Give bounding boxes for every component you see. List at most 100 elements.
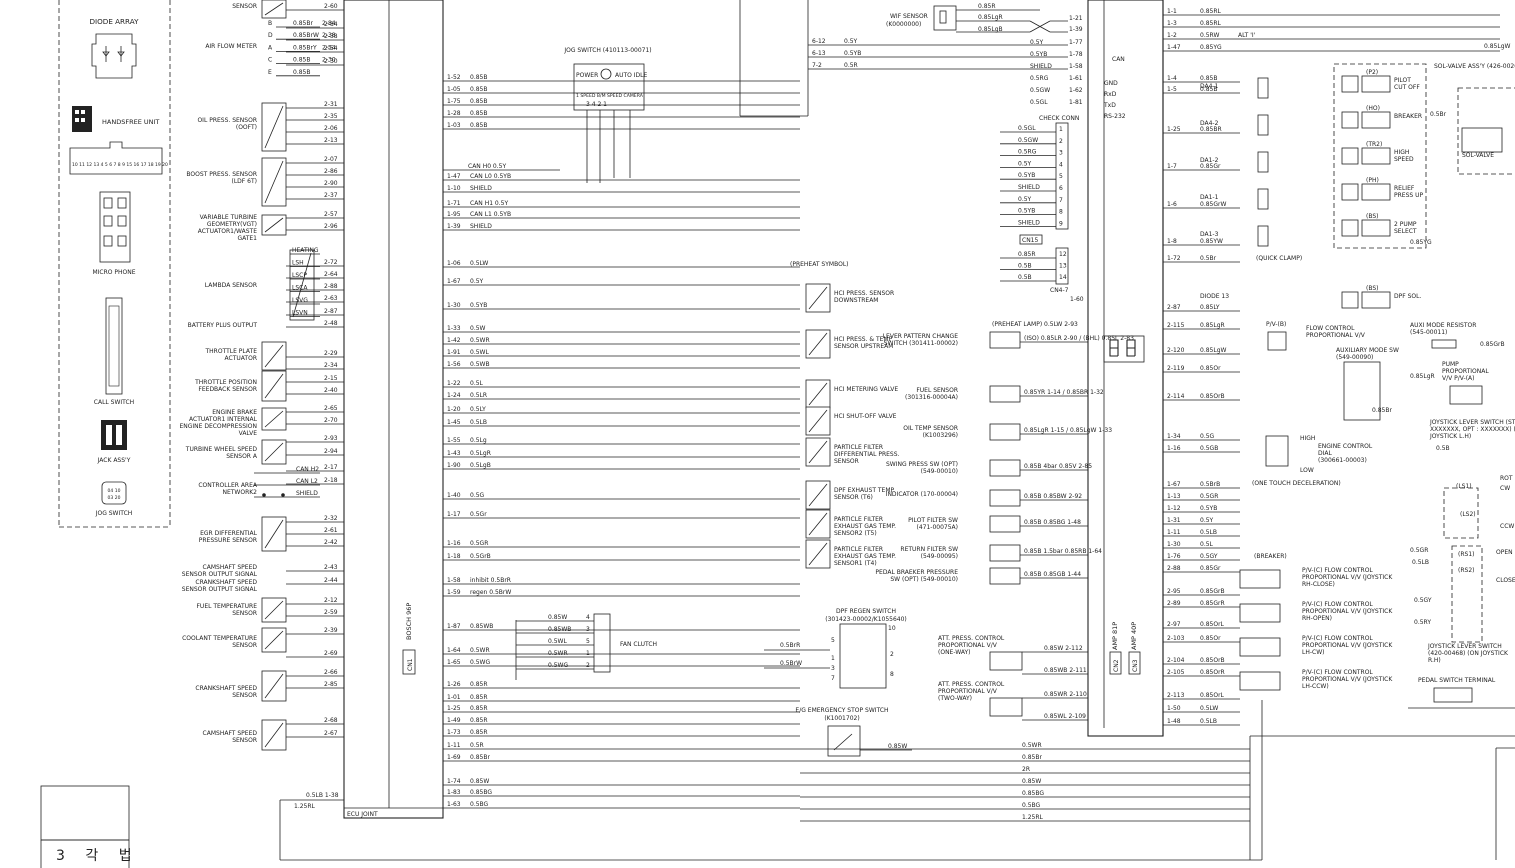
rp-pin-20: 1-76 bbox=[1167, 553, 1181, 560]
rp-pin-8: 2-115 bbox=[1167, 322, 1185, 329]
rp-flow-valve-0: RH-CLOSE) bbox=[1302, 581, 1335, 588]
cn4-pin-1: 13 bbox=[1059, 263, 1067, 270]
ecu-right-pin-22: 1-43 bbox=[447, 450, 461, 457]
mid-component-name-0: HCI PRESS. SENSOR bbox=[834, 290, 894, 297]
rp-wire-29: 0.5LW bbox=[1200, 705, 1218, 712]
rs232-2: TxD bbox=[1103, 102, 1116, 109]
svg-text:5: 5 bbox=[831, 637, 835, 644]
att-valve-name-0: (ONE-WAY) bbox=[938, 649, 971, 656]
rp-wire-27: 0.85OrR bbox=[1200, 669, 1225, 676]
att-wire-a-0: 0.85W 2-112 bbox=[1044, 645, 1083, 652]
rp-pedal-terminal: PEDAL SWITCH TERMINAL bbox=[1418, 677, 1496, 684]
can-block-wire-0: 0.5Y bbox=[844, 38, 858, 45]
rp-wire-2: 0.85BR bbox=[1200, 126, 1222, 133]
right-sensor-name-5: (471-00075A) bbox=[917, 524, 959, 531]
rp-switch-label-7: OPEN bbox=[1496, 549, 1513, 556]
sensor-name-3: BOOST PRESS. SENSOR bbox=[186, 171, 257, 178]
fan-wire-4: 0.5WG bbox=[548, 662, 568, 669]
rp-pin-15: 1-13 bbox=[1167, 493, 1181, 500]
lambda-pin-0: HEATING bbox=[292, 247, 319, 254]
rp-wire-17: 0.5Y bbox=[1200, 517, 1214, 524]
rp-wire-13: 0.5GB bbox=[1200, 445, 1218, 452]
sensor-symbol-0 bbox=[261, 0, 287, 19]
mid-component-name-6: EXHAUST GAS TEMP. bbox=[834, 523, 896, 530]
wif-name: WIF SENSOR bbox=[890, 13, 928, 20]
ecu-right-pin-5: 1-47 bbox=[447, 173, 461, 180]
rp-misc-wire-4: 0.85YG bbox=[1410, 239, 1432, 246]
bottom-left-a: 0.5LB 1-38 bbox=[306, 792, 339, 799]
rp-wire-22: 0.85GrB bbox=[1200, 588, 1225, 595]
cn4-pin-2: 14 bbox=[1059, 274, 1067, 281]
att-valve-name-1: PROPORTIONAL V/V bbox=[938, 688, 998, 695]
ecu-right-wire-37: 0.85R bbox=[470, 729, 488, 736]
rp-valve-name-2: HIGH bbox=[1394, 149, 1409, 156]
rp-pin-13: 1-16 bbox=[1167, 445, 1181, 452]
left-pin-2: 2-38 bbox=[324, 33, 338, 40]
check-pin-7: 8 bbox=[1059, 209, 1063, 216]
ecu-right-pin-4: 1-03 bbox=[447, 122, 461, 129]
rp-wire-1: 0.85B bbox=[1200, 86, 1217, 93]
rp-top-wire-0: 0.85RL bbox=[1200, 8, 1222, 15]
sensor-name-10: TURBINE WHEEL SPEED bbox=[185, 446, 258, 453]
left-pin-0: 2-60 bbox=[324, 3, 338, 10]
left-pin-14: 2-96 bbox=[324, 223, 338, 230]
mid-component-name-5: SENSOR (T6) bbox=[834, 494, 873, 501]
rp-misc-wire-7: 0.5GR bbox=[1410, 547, 1428, 554]
left-pin-22: 2-34 bbox=[324, 362, 338, 369]
rp-diode-2: DA1-2 bbox=[1200, 157, 1219, 164]
fan-wire-1: 0.85WB bbox=[548, 626, 571, 633]
sensor-symbol-10 bbox=[261, 597, 287, 623]
fan-pin-4: 2 bbox=[586, 662, 590, 669]
check-pin-3: 4 bbox=[1059, 161, 1063, 168]
left-pin-31: 2-32 bbox=[324, 515, 338, 522]
sensor-name-2: (OOFT) bbox=[236, 124, 257, 131]
left-pin-28: 2-94 bbox=[324, 448, 338, 455]
rp-switch-label-3: (RS2) bbox=[1458, 567, 1474, 574]
mid-component-name-4: PARTICLE FILTER bbox=[834, 444, 883, 451]
rp-flow-valve-2: LH-CW) bbox=[1302, 649, 1324, 656]
sensor-symbol-7 bbox=[261, 407, 287, 431]
rp-switch-label-5: CCW bbox=[1500, 523, 1514, 530]
left-pin-38: 2-39 bbox=[324, 627, 338, 634]
left-pin-10: 2-86 bbox=[324, 168, 338, 175]
can-label: CAN bbox=[1112, 56, 1125, 63]
sensor-name-3: (LDF 6T) bbox=[232, 178, 258, 185]
afm-pin-4: E bbox=[268, 69, 272, 76]
micro-phone-connector-icon bbox=[99, 191, 131, 263]
rp-top-wire-1: 0.85RL bbox=[1200, 20, 1222, 27]
can-right-pin-2: 1-58 bbox=[1069, 63, 1083, 70]
right-sensor-name-2: (K1003296) bbox=[923, 432, 958, 439]
sensor-name-13: CAMSHAFT SPEED bbox=[203, 564, 258, 571]
check-pin-4: 5 bbox=[1059, 173, 1063, 180]
sensor-name-7: ACTUATOR bbox=[225, 355, 257, 362]
att-wire-b-1: 0.85WL 2-109 bbox=[1044, 713, 1086, 720]
right-sensor-name-3: SWING PRESS SW (OPT) bbox=[886, 461, 958, 468]
ecu-right-pin-19: 1-20 bbox=[447, 406, 461, 413]
left-pin-40: 2-66 bbox=[324, 669, 338, 676]
left-pin-21: 2-29 bbox=[324, 350, 338, 357]
check-pin-6: 7 bbox=[1059, 197, 1063, 204]
rp-flow-valve-3: P/V-(C) FLOW CONTROL bbox=[1302, 669, 1373, 676]
dpf-wire-1: 0.5BrR bbox=[780, 642, 800, 649]
left-connector-panel: DIODE ARRAY HANDSFREE UNIT 10 11 12 13 4… bbox=[40, 0, 171, 868]
mid-component-name-4: SENSOR bbox=[834, 458, 859, 465]
wif-wire-3: 0.85LgB bbox=[978, 26, 1003, 33]
right-sensor-name-3: (549-00010) bbox=[921, 468, 958, 475]
ecu-right-wire-42: 0.5BG bbox=[470, 801, 489, 808]
sensor-name-18: CAMSHAFT SPEED bbox=[203, 730, 258, 737]
rp-pin-28: 2-113 bbox=[1167, 692, 1185, 699]
rp-pin-29: 1-50 bbox=[1167, 705, 1181, 712]
att-valve-name-0: PROPORTIONAL V/V bbox=[938, 642, 998, 649]
rp-pump-pv: PROPORTIONAL bbox=[1442, 368, 1489, 375]
can2-line-1: CAN L2 bbox=[296, 478, 318, 485]
rp-switch-label-1: (LS2) bbox=[1460, 511, 1476, 518]
rp-pin-4: 1-6 bbox=[1167, 201, 1177, 208]
can-block-wire-2: 0.5R bbox=[844, 62, 858, 69]
rp-wire-25: 0.85Or bbox=[1200, 635, 1221, 642]
left-pin-32: 2-61 bbox=[324, 527, 338, 534]
check-wire-7: 0.5YB bbox=[1018, 208, 1035, 215]
